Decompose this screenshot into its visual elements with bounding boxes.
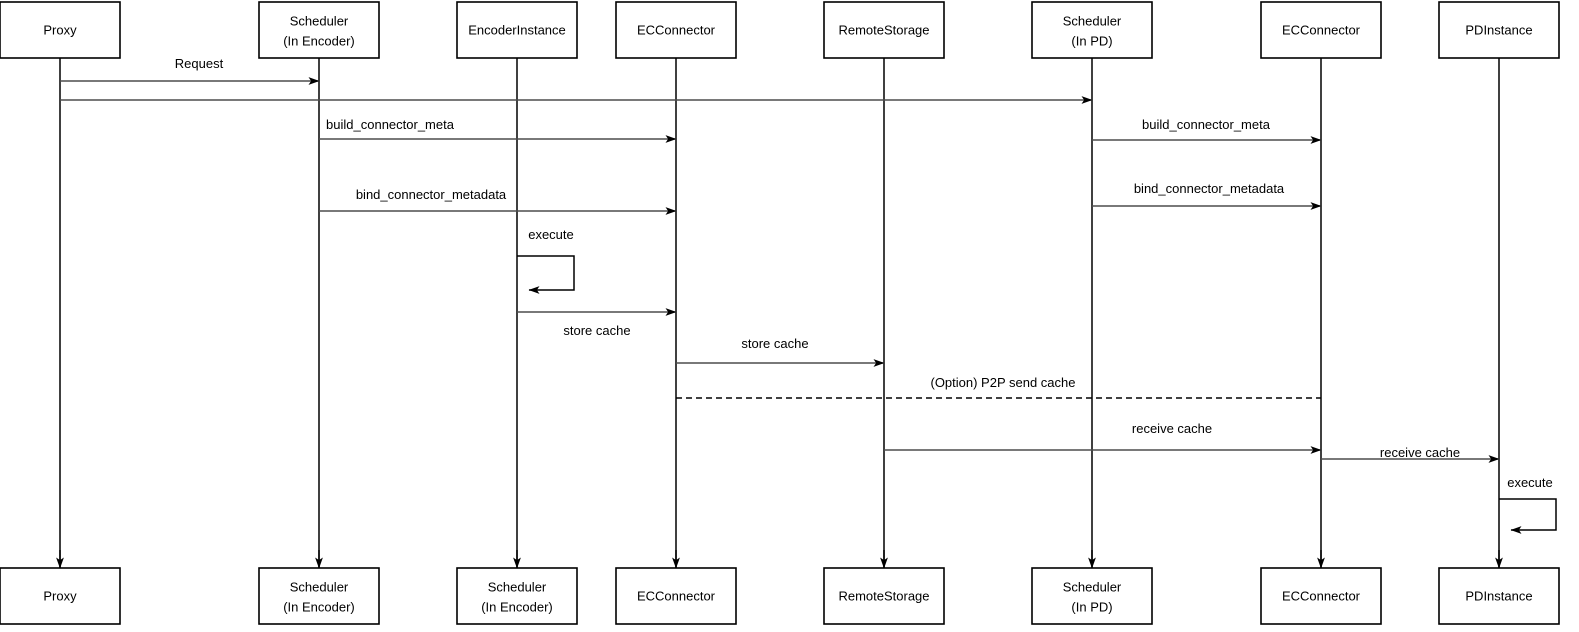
svg-text:build_connector_meta: build_connector_meta bbox=[326, 117, 455, 132]
svg-text:Scheduler: Scheduler bbox=[488, 579, 547, 594]
svg-text:(In PD): (In PD) bbox=[1071, 599, 1112, 614]
svg-text:store cache: store cache bbox=[563, 323, 630, 338]
svg-text:(In PD): (In PD) bbox=[1071, 33, 1112, 48]
lifeline-encoder_inst[interactable] bbox=[456, 1, 578, 625]
message-m6[interactable]: bind_connector_metadata bbox=[1092, 181, 1322, 210]
svg-text:Scheduler: Scheduler bbox=[290, 579, 349, 594]
participant-box-bottom-sched_pd[interactable] bbox=[1031, 567, 1153, 625]
participant-box-bottom-encoder_inst[interactable] bbox=[456, 567, 578, 625]
message-m1[interactable]: Request bbox=[60, 56, 320, 85]
svg-text:ECConnector: ECConnector bbox=[1282, 588, 1361, 603]
participant-box-top-pd_inst[interactable] bbox=[1438, 1, 1560, 59]
participant-box-top-proxy[interactable] bbox=[0, 1, 121, 59]
svg-text:execute: execute bbox=[528, 227, 574, 242]
message-m10[interactable]: receive cache bbox=[884, 421, 1322, 454]
svg-text:receive cache: receive cache bbox=[1380, 445, 1460, 460]
svg-text:ECConnector: ECConnector bbox=[1282, 22, 1361, 37]
svg-text:(In Encoder): (In Encoder) bbox=[283, 599, 355, 614]
lifeline-sched_enc[interactable] bbox=[258, 1, 380, 625]
message-m3[interactable]: build_connector_meta bbox=[319, 117, 677, 143]
message-m9[interactable]: (Option) P2P send cache bbox=[676, 375, 1321, 399]
participant-box-bottom-pd_inst[interactable] bbox=[1438, 567, 1560, 625]
participant-box-top-sched_pd[interactable] bbox=[1031, 1, 1153, 59]
self-loop-sl1[interactable]: execute bbox=[517, 227, 575, 294]
svg-text:Proxy: Proxy bbox=[43, 588, 77, 603]
message-label-store_cache_left: store cache bbox=[563, 323, 630, 338]
participant-box-top-remote_store[interactable] bbox=[823, 1, 945, 59]
participant-labels-sched_enc: Scheduler (In Encoder) Scheduler (In Encode… bbox=[283, 13, 355, 614]
svg-text:Request: Request bbox=[175, 56, 224, 71]
svg-text:(In Encoder): (In Encoder) bbox=[283, 33, 355, 48]
lifeline-sched_pd[interactable] bbox=[1031, 1, 1153, 625]
participant-box-top-sched_enc[interactable] bbox=[258, 1, 380, 59]
participant-box-bottom-proxy[interactable] bbox=[0, 567, 121, 625]
self-loop-path-sl1 bbox=[517, 255, 575, 294]
messages-layer: Request build_connector_meta build_connect… bbox=[60, 56, 1500, 463]
lifeline-remote_store[interactable] bbox=[823, 1, 945, 625]
svg-text:build_connector_meta: build_connector_meta bbox=[1142, 117, 1271, 132]
svg-text:RemoteStorage: RemoteStorage bbox=[838, 588, 929, 603]
self-loop-sl2[interactable]: execute bbox=[1499, 475, 1557, 534]
self-loops-layer: execute execute bbox=[517, 227, 1557, 534]
svg-text:PDInstance: PDInstance bbox=[1465, 588, 1532, 603]
message-m4[interactable]: build_connector_meta bbox=[1092, 117, 1322, 144]
lifeline-ec_conn_enc[interactable] bbox=[615, 1, 737, 625]
participant-box-top-ec_conn_pd[interactable] bbox=[1260, 1, 1382, 59]
svg-text:ECConnector: ECConnector bbox=[637, 22, 716, 37]
lifeline-pd_inst[interactable] bbox=[1438, 1, 1560, 625]
svg-text:RemoteStorage: RemoteStorage bbox=[838, 22, 929, 37]
svg-text:Scheduler: Scheduler bbox=[1063, 579, 1122, 594]
svg-text:PDInstance: PDInstance bbox=[1465, 22, 1532, 37]
lifeline-proxy[interactable] bbox=[0, 1, 121, 625]
participant-box-bottom-sched_enc[interactable] bbox=[258, 567, 380, 625]
participant-box-bottom-ec_conn_pd[interactable] bbox=[1260, 567, 1382, 625]
participant-box-top-encoder_inst[interactable] bbox=[456, 1, 578, 59]
svg-text:store cache: store cache bbox=[741, 336, 808, 351]
svg-text:bind_connector_metadata: bind_connector_metadata bbox=[1134, 181, 1285, 196]
svg-text:EncoderInstance: EncoderInstance bbox=[468, 22, 566, 37]
participant-box-bottom-ec_conn_enc[interactable] bbox=[615, 567, 737, 625]
svg-text:receive cache: receive cache bbox=[1132, 421, 1212, 436]
svg-text:Proxy: Proxy bbox=[43, 22, 77, 37]
svg-text:Scheduler: Scheduler bbox=[290, 13, 349, 28]
self-loop-path-sl2 bbox=[1499, 498, 1557, 534]
lifelines-layer bbox=[0, 1, 1560, 625]
svg-text:bind_connector_metadata: bind_connector_metadata bbox=[356, 187, 507, 202]
svg-text:(In Encoder): (In Encoder) bbox=[481, 599, 553, 614]
participant-box-bottom-remote_store[interactable] bbox=[823, 567, 945, 625]
svg-text:ECConnector: ECConnector bbox=[637, 588, 716, 603]
message-m5[interactable]: bind_connector_metadata bbox=[319, 187, 677, 215]
svg-text:(Option) P2P send cache: (Option) P2P send cache bbox=[930, 375, 1075, 390]
participant-box-top-ec_conn_enc[interactable] bbox=[615, 1, 737, 59]
message-m11[interactable]: receive cache bbox=[1321, 445, 1500, 463]
svg-text:execute: execute bbox=[1507, 475, 1553, 490]
svg-text:Scheduler: Scheduler bbox=[1063, 13, 1122, 28]
lifeline-ec_conn_pd[interactable] bbox=[1260, 1, 1382, 625]
participant-labels-sched_pd: Scheduler (In PD) Scheduler (In PD) bbox=[1063, 13, 1122, 614]
message-m8[interactable]: store cache bbox=[676, 336, 885, 367]
